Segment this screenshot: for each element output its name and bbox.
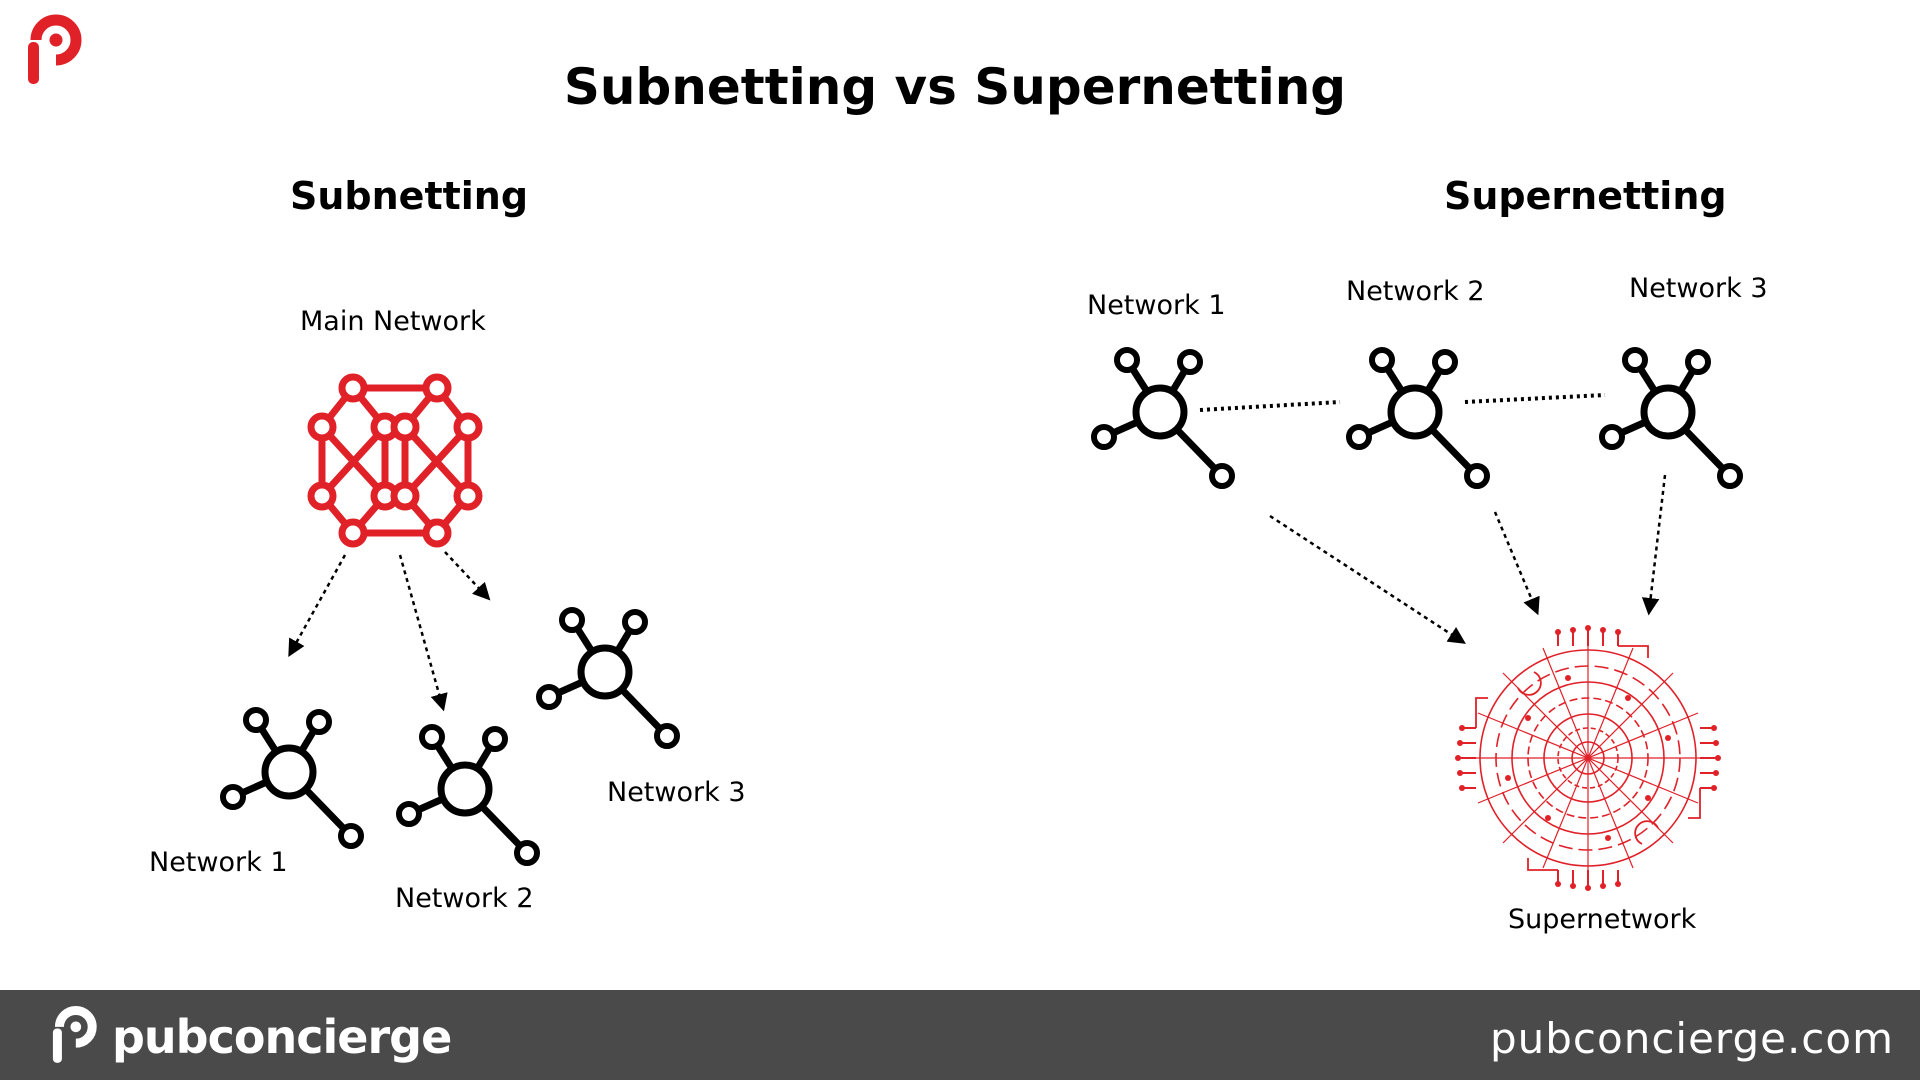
arrow-main-to-network-1 xyxy=(288,554,347,658)
mesh-network-icon xyxy=(307,373,483,548)
sub-network-1-label: Network 1 xyxy=(149,847,288,878)
arrow-network-2-to-super xyxy=(1493,511,1540,616)
network-hub-icon xyxy=(223,710,361,846)
footer-brand: pubconcierge xyxy=(112,1010,452,1064)
footer-url[interactable]: pubconcierge.com xyxy=(1489,1014,1894,1063)
main-network-label: Main Network xyxy=(300,306,486,337)
network-hub-icon xyxy=(399,727,537,863)
circuit-circle-icon xyxy=(1455,625,1721,891)
supernetting-heading: Supernetting xyxy=(1444,174,1727,218)
pubconcierge-logo-icon xyxy=(28,14,82,84)
super-network-2-label: Network 2 xyxy=(1346,276,1485,307)
sub-network-2-label: Network 2 xyxy=(395,883,534,914)
super-network-3-label: Network 3 xyxy=(1629,273,1768,304)
network-hub-icon xyxy=(1094,350,1232,486)
arrow-main-to-network-2 xyxy=(398,554,448,712)
subnetting-heading: Subnetting xyxy=(290,174,529,218)
super-network-1-label: Network 1 xyxy=(1087,290,1226,321)
sub-network-3-label: Network 3 xyxy=(607,777,746,808)
network-hub-icon xyxy=(1349,350,1487,486)
network-hub-icon xyxy=(539,610,677,746)
arrow-network-1-to-super xyxy=(1269,514,1466,644)
page-title: Subnetting vs Supernetting xyxy=(563,58,1347,116)
footer-bar: pubconcierge pubconcierge.com xyxy=(0,990,1920,1080)
link-network-1-2 xyxy=(1199,400,1341,412)
pubconcierge-logo-icon xyxy=(52,1005,97,1063)
diagram-canvas xyxy=(0,0,1920,891)
link-network-2-3 xyxy=(1464,393,1606,404)
supernetwork-label: Supernetwork xyxy=(1508,904,1697,935)
arrow-network-3-to-super xyxy=(1641,474,1667,616)
arrow-main-to-network-3 xyxy=(444,551,491,601)
network-hub-icon xyxy=(1602,350,1740,486)
